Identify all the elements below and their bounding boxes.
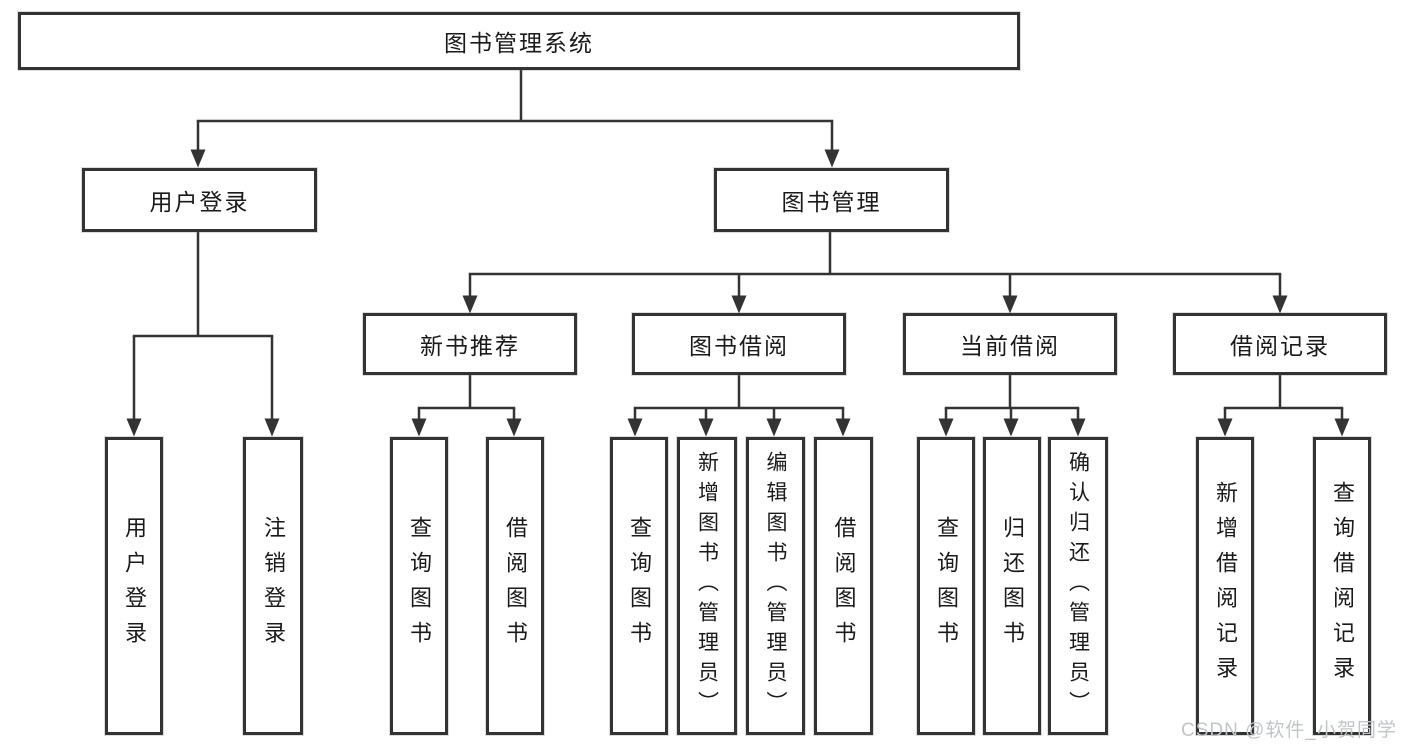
node-label: 新增借阅记录 (1213, 481, 1238, 691)
node-label: 新增图书（管理员） (695, 451, 719, 721)
node-label: 查询图书 (407, 516, 432, 656)
node-label: 新书推荐 (420, 333, 520, 359)
leaf-edit-book-admin: 编辑图书（管理员） (746, 437, 805, 735)
leaf-borrow-books: 借阅图书 (814, 437, 873, 735)
connector-userlogin-branch (132, 232, 274, 338)
node-library-system: 图书管理系统 (18, 12, 1020, 70)
node-label: 图书管理系统 (444, 30, 594, 56)
connector-records-branch (1223, 375, 1344, 410)
leaf-add-book-admin: 新增图书（管理员） (677, 437, 737, 735)
leaf-query-borrow-record: 查询借阅记录 (1313, 437, 1371, 735)
node-label: 查询借阅记录 (1330, 481, 1355, 691)
leaf-add-borrow-record: 新增借阅记录 (1196, 437, 1254, 735)
leaf-user-login: 用户登录 (105, 437, 163, 735)
connector-borrow-branch (633, 375, 845, 410)
node-label: 注销登录 (261, 516, 286, 656)
leaf-query-books-current: 查询图书 (917, 437, 975, 735)
node-label: 用户登录 (122, 516, 147, 656)
connector-bookmgmt-branch (468, 232, 1282, 276)
leaf-logout: 注销登录 (243, 437, 303, 735)
node-book-borrowing: 图书借阅 (632, 313, 846, 375)
leaf-borrow-books-recommend: 借阅图书 (486, 437, 544, 735)
csdn-watermark: CSDN @软件_小贺同学 (1181, 720, 1397, 741)
node-user-login: 用户登录 (82, 168, 317, 232)
node-label: 用户登录 (149, 189, 250, 215)
connector-current-branch (944, 375, 1080, 410)
connector-newbook-branch (417, 375, 516, 410)
node-book-management: 图书管理 (714, 168, 949, 232)
node-label: 查询图书 (934, 516, 959, 656)
leaf-query-books-recommend: 查询图书 (390, 437, 448, 735)
node-label: 借阅图书 (831, 516, 857, 656)
node-label: 归还图书 (1000, 516, 1025, 656)
node-label: 查询图书 (627, 516, 652, 656)
leaf-query-books-borrow: 查询图书 (610, 437, 668, 735)
node-current-borrowing: 当前借阅 (903, 313, 1117, 375)
node-label: 图书管理 (781, 189, 882, 215)
node-label: 确认归还（管理员） (1066, 451, 1090, 721)
node-label: 编辑图书（管理员） (764, 451, 787, 721)
node-label: 当前借阅 (960, 333, 1060, 359)
leaf-return-books: 归还图书 (983, 437, 1041, 735)
node-label: 图书借阅 (689, 333, 789, 359)
node-borrowing-records: 借阅记录 (1173, 313, 1387, 375)
node-label: 借阅图书 (503, 516, 528, 656)
leaf-confirm-return-admin: 确认归还（管理员） (1048, 437, 1108, 735)
node-new-book-recommend: 新书推荐 (363, 313, 577, 375)
connector-root-branch (196, 70, 834, 123)
node-label: 借阅记录 (1230, 333, 1330, 359)
